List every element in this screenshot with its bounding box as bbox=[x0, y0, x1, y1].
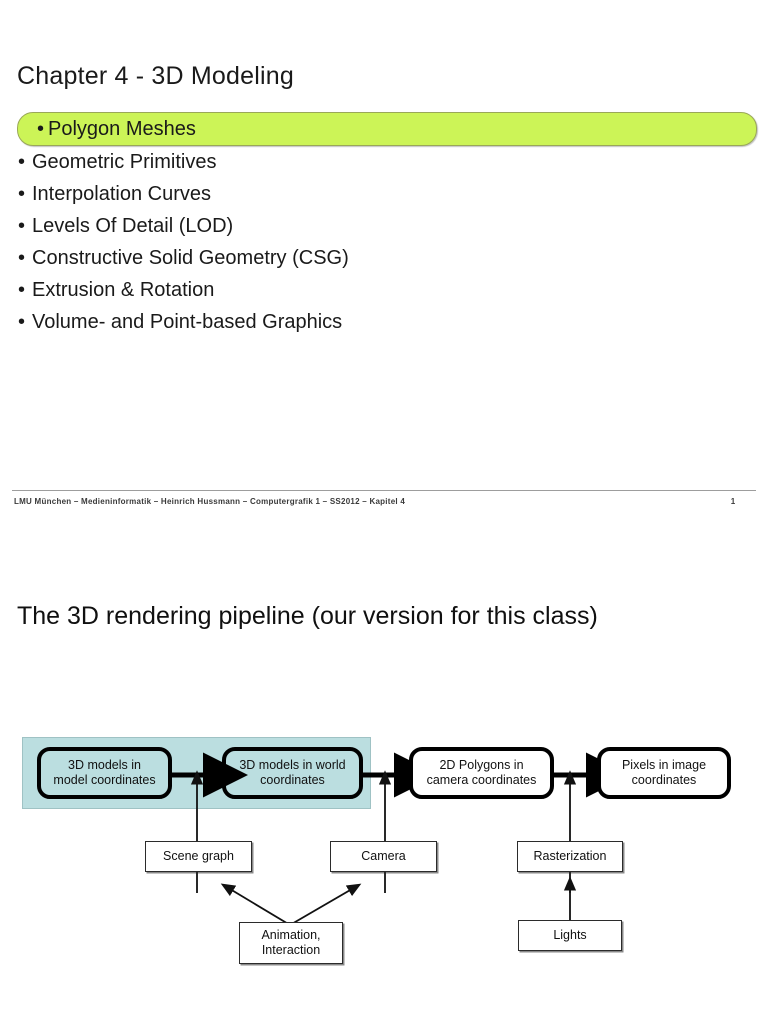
bullet-icon: • bbox=[18, 311, 26, 333]
input-box-text: Lights bbox=[553, 928, 587, 942]
agenda-item-constructive-solid-geometry[interactable]: • Constructive Solid Geometry (CSG) bbox=[0, 242, 768, 274]
stage-box-camera-coordinates[interactable]: 2D Polygons in camera coordinates bbox=[409, 747, 554, 799]
bullet-icon: • bbox=[18, 247, 26, 269]
page-title-pipeline: The 3D rendering pipeline (our version f… bbox=[17, 601, 598, 630]
stage-box-text: 3D models in model coordinates bbox=[53, 758, 156, 787]
bullet-icon: • bbox=[18, 279, 26, 301]
agenda-item-extrusion-rotation[interactable]: • Extrusion & Rotation bbox=[0, 274, 768, 306]
page-title: Chapter 4 - 3D Modeling bbox=[17, 61, 294, 90]
stage-box-text: 2D Polygons in camera coordinates bbox=[426, 758, 537, 787]
footer-page-number: 1 bbox=[730, 497, 736, 506]
agenda-item-label: Extrusion & Rotation bbox=[32, 279, 215, 301]
agenda-item-volume-point-based-graphics[interactable]: • Volume- and Point-based Graphics bbox=[0, 306, 768, 338]
input-box-scene-graph[interactable]: Scene graph bbox=[145, 841, 252, 872]
agenda-item-levels-of-detail[interactable]: • Levels Of Detail (LOD) bbox=[0, 210, 768, 242]
input-box-text: Animation, Interaction bbox=[261, 928, 321, 957]
footer-divider bbox=[12, 490, 756, 491]
agenda-item-label: Interpolation Curves bbox=[32, 183, 211, 205]
stage-box-text: 3D models in world coordinates bbox=[239, 758, 346, 787]
footer-text: LMU München – Medieninformatik – Heinric… bbox=[14, 497, 406, 506]
agenda-item-label: Geometric Primitives bbox=[32, 151, 217, 173]
stage-box-image-coordinates[interactable]: Pixels in image coordinates bbox=[597, 747, 731, 799]
agenda-list: •Polygon Meshes •Geometric Primitives •I… bbox=[0, 112, 768, 338]
stage-box-world-coordinates[interactable]: 3D models in world coordinates bbox=[222, 747, 363, 799]
input-box-camera[interactable]: Camera bbox=[330, 841, 437, 872]
bullet-icon: • bbox=[18, 151, 26, 173]
bullet-icon: • bbox=[18, 215, 26, 237]
agenda-item-polygon-meshes[interactable]: •Polygon Meshes bbox=[17, 112, 757, 146]
agenda-item-interpolation-curves[interactable]: • Interpolation Curves bbox=[0, 178, 768, 210]
input-box-rasterization[interactable]: Rasterization bbox=[517, 841, 623, 872]
input-box-animation-interaction[interactable]: Animation, Interaction bbox=[239, 922, 343, 964]
slide-2: The 3D rendering pipeline (our version f… bbox=[0, 520, 768, 1024]
slide-1: Chapter 4 - 3D Modeling •Polygon Meshes … bbox=[0, 61, 768, 506]
agenda-item-label: Constructive Solid Geometry (CSG) bbox=[32, 247, 349, 269]
bullet-icon: • bbox=[36, 118, 44, 140]
agenda-item-label: Volume- and Point-based Graphics bbox=[32, 311, 343, 333]
pipeline-diagram: 3D models in model coordinates 3D models… bbox=[0, 715, 768, 975]
agenda-item-label: Polygon Meshes bbox=[48, 118, 196, 140]
stage-box-text: Pixels in image coordinates bbox=[621, 758, 707, 787]
agenda-item-label: Levels Of Detail (LOD) bbox=[32, 215, 234, 237]
bullet-icon: • bbox=[18, 183, 26, 205]
stage-box-model-coordinates[interactable]: 3D models in model coordinates bbox=[37, 747, 172, 799]
input-box-text: Camera bbox=[361, 849, 406, 863]
input-box-text: Scene graph bbox=[163, 849, 234, 863]
input-box-lights[interactable]: Lights bbox=[518, 920, 622, 951]
input-box-text: Rasterization bbox=[533, 849, 607, 863]
agenda-item-geometric-primitives[interactable]: • Geometric Primitives bbox=[0, 146, 768, 178]
